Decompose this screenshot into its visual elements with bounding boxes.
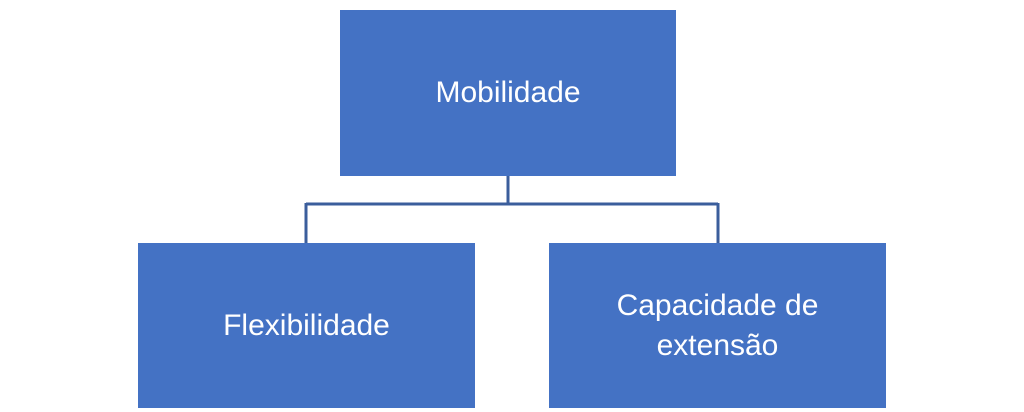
- child-node-label: Flexibilidade: [223, 308, 390, 342]
- child-node-label: Capacidade de extensão: [616, 288, 819, 362]
- root-node: Mobilidade: [340, 10, 676, 176]
- child-node-capacidade-de-extensao: Capacidade de extensão: [549, 243, 886, 408]
- child-node-flexibilidade: Flexibilidade: [138, 243, 475, 408]
- root-node-label: Mobilidade: [435, 76, 581, 109]
